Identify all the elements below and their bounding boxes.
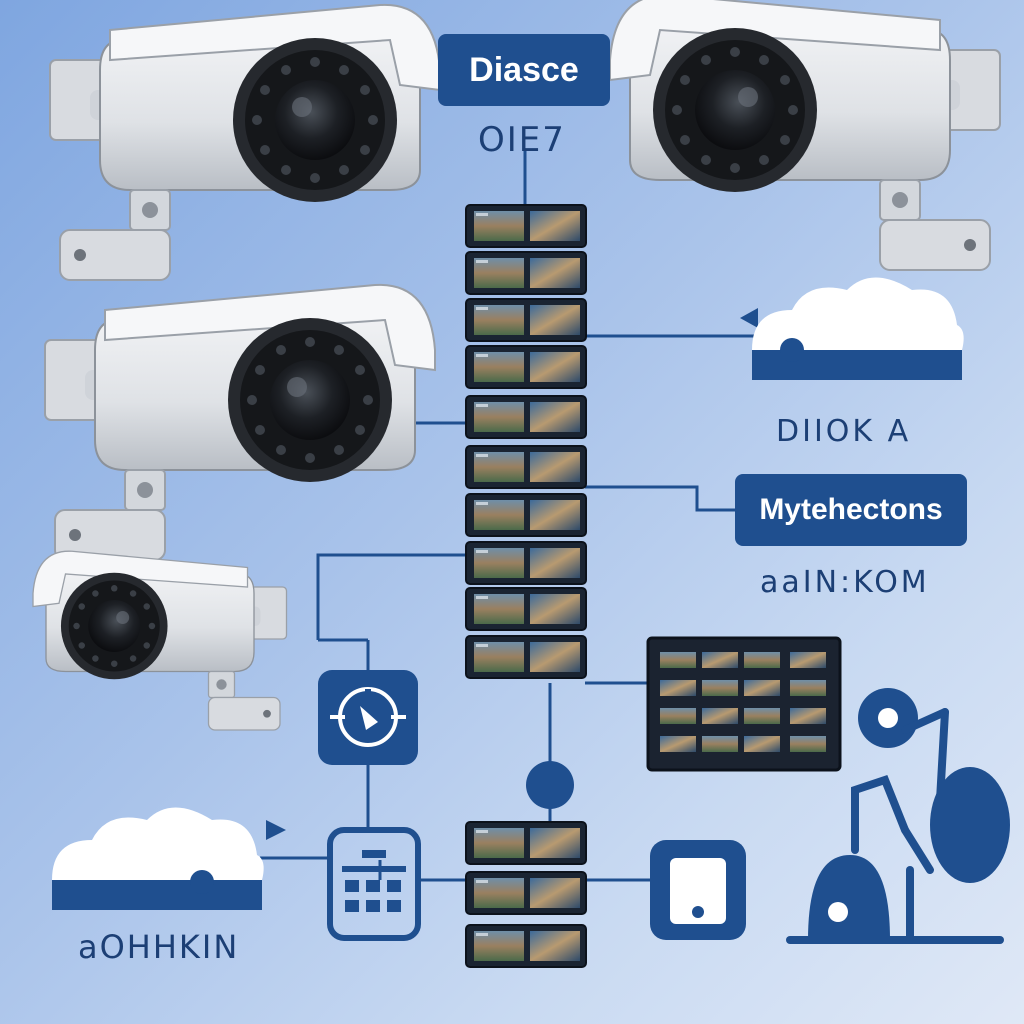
satellite-dish-icon [786, 688, 1010, 944]
arrow-icon [266, 820, 286, 840]
junction-node [526, 761, 574, 809]
camera-icon [44, 283, 436, 561]
title-text: Diasce [469, 50, 579, 89]
video-panel [465, 251, 587, 295]
monitor-icon [646, 636, 842, 772]
video-panel [465, 871, 587, 915]
video-panel [465, 298, 587, 342]
title-box: Diasce [438, 34, 610, 106]
camera-icon [49, 3, 441, 282]
video-panel [465, 821, 587, 865]
cloud-icon [52, 807, 264, 910]
video-panel [465, 493, 587, 537]
video-panel [465, 635, 587, 679]
cloud-top-caption: DIIOK A [776, 414, 912, 449]
video-panel [465, 345, 587, 389]
video-panel [465, 587, 587, 631]
connection-lines [260, 150, 755, 882]
storage-device-icon [650, 840, 746, 940]
control-panel-icon [327, 827, 421, 941]
cloud-bottom-caption: aOHHKIN [78, 928, 240, 966]
camera-icon [609, 0, 1001, 272]
arrow-icon [740, 308, 758, 328]
subtitle-text: OIE7 [478, 120, 566, 160]
video-panel [465, 924, 587, 968]
cloud-icon [752, 277, 964, 380]
camera-icon [32, 550, 288, 731]
video-panel [465, 395, 587, 439]
video-stack [465, 204, 587, 679]
video-stack-bottom [465, 821, 587, 968]
video-panel [465, 445, 587, 489]
dial-icon [318, 670, 418, 765]
video-panel [465, 204, 587, 248]
video-panel [465, 541, 587, 585]
network-box: Mytehectons [735, 474, 967, 546]
network-caption: aaIN:KOM [760, 565, 930, 600]
network-box-text: Mytehectons [759, 493, 943, 526]
